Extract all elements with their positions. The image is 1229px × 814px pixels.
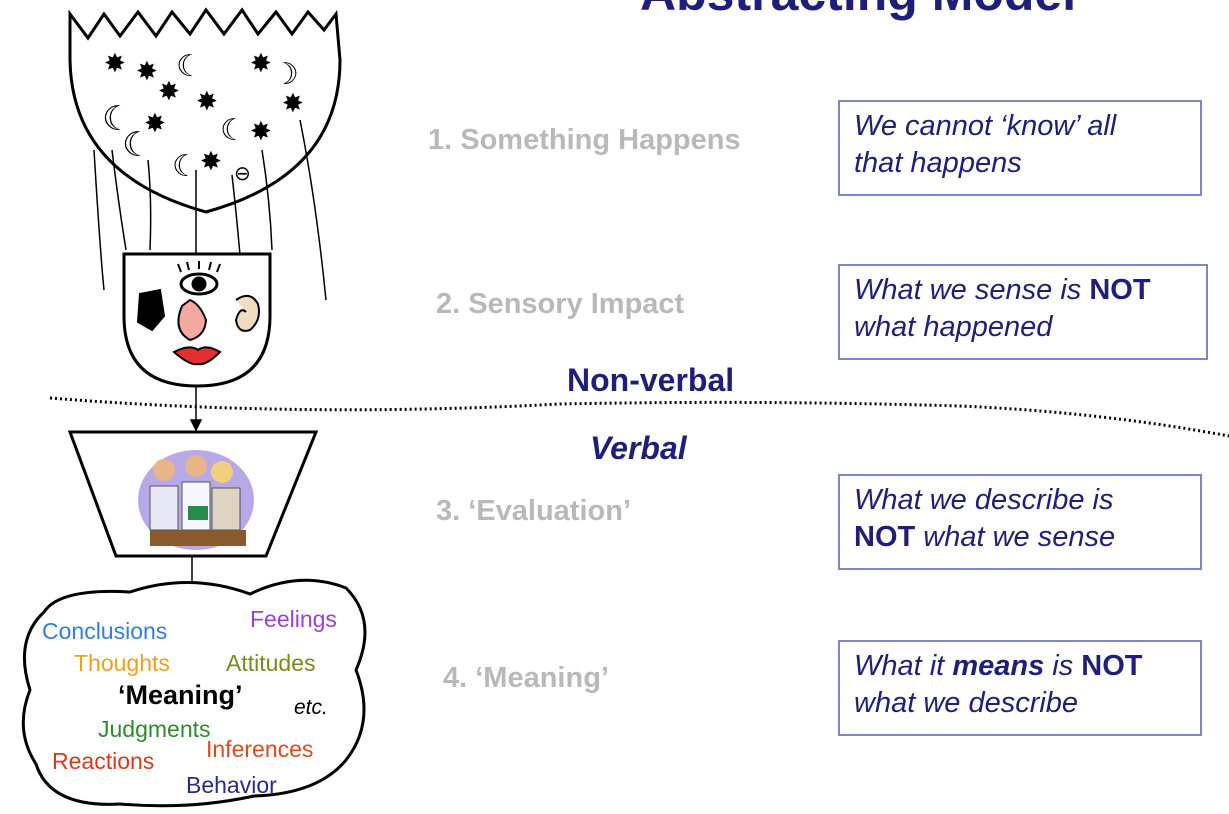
step-2-label: 2. Sensory Impact <box>436 288 685 320</box>
svg-text:☽: ☽ <box>272 57 299 92</box>
cloud-word: Behavior <box>186 772 277 798</box>
slide-title: Abstracting Model <box>640 0 1076 22</box>
sensory-face-icon <box>122 252 272 388</box>
svg-text:☾: ☾ <box>220 113 247 148</box>
stars-and-moons-icon: ✸✸✸ ✸✸✸ ✸✸✸ ☾☾ ☾☾ ☾☽ ⊖ <box>102 49 304 185</box>
note-2-emphasis: NOT <box>1089 274 1151 306</box>
cloud-word: Judgments <box>98 716 211 742</box>
step-3-label: 3. ‘Evaluation’ <box>436 495 631 527</box>
note-2-text-b: what happened <box>854 311 1053 343</box>
svg-text:⊖: ⊖ <box>234 161 251 185</box>
svg-text:☾: ☾ <box>102 99 132 139</box>
step-4-label: 4. ‘Meaning’ <box>443 662 609 694</box>
note-4-text-b: is <box>1052 650 1074 682</box>
nonverbal-label: Non-verbal <box>567 362 735 398</box>
svg-text:☾: ☾ <box>176 49 203 84</box>
svg-text:☾: ☾ <box>122 125 152 165</box>
svg-text:✸: ✸ <box>250 117 272 147</box>
note-box-4: What it means is NOT what we describe <box>838 640 1202 736</box>
svg-text:✸: ✸ <box>136 57 158 87</box>
svg-text:✸: ✸ <box>250 49 272 79</box>
verbal-divider-line <box>49 396 1229 438</box>
note-3-text-a: What we describe is <box>854 484 1114 516</box>
svg-text:✸: ✸ <box>104 49 126 79</box>
note-box-1: We cannot ‘know’ all that happens <box>838 100 1202 196</box>
cloud-word: Reactions <box>52 748 155 774</box>
cloud-word: Feelings <box>250 606 337 632</box>
svg-text:✸: ✸ <box>158 77 180 107</box>
note-2-text-a: What we sense is <box>854 274 1082 306</box>
note-3-text-b: what we sense <box>923 521 1116 553</box>
note-box-3: What we describe is NOT what we sense <box>838 474 1202 570</box>
evaluation-funnel-icon <box>67 430 319 558</box>
svg-text:✸: ✸ <box>144 109 166 139</box>
cloud-word: Conclusions <box>42 618 168 644</box>
svg-text:✸: ✸ <box>200 147 222 177</box>
note-3-emphasis: NOT <box>854 521 916 553</box>
note-1-line-1: We cannot ‘know’ all <box>854 110 1117 142</box>
verbal-label: Verbal <box>590 430 687 466</box>
note-4-means: means <box>952 650 1045 682</box>
cloud-word: Thoughts <box>74 650 170 676</box>
svg-text:✸: ✸ <box>282 89 304 119</box>
note-4-text-a: What it <box>854 650 945 682</box>
svg-text:☾: ☾ <box>172 149 199 184</box>
cloud-word: Inferences <box>206 736 314 762</box>
note-4-emphasis: NOT <box>1081 650 1143 682</box>
cloud-word: ‘Meaning’ <box>118 680 243 710</box>
note-box-2: What we sense is NOT what happened <box>838 264 1208 360</box>
cloud-word: etc. <box>294 696 328 719</box>
note-4-text-c: what we describe <box>854 687 1079 719</box>
event-bowl-icon <box>68 7 342 301</box>
cloud-word: Attitudes <box>226 650 316 676</box>
note-1-line-2: that happens <box>854 147 1022 179</box>
meaning-cloud-shape <box>21 578 367 808</box>
svg-text:✸: ✸ <box>196 87 218 117</box>
step-1-label: 1. Something Happens <box>428 124 741 156</box>
